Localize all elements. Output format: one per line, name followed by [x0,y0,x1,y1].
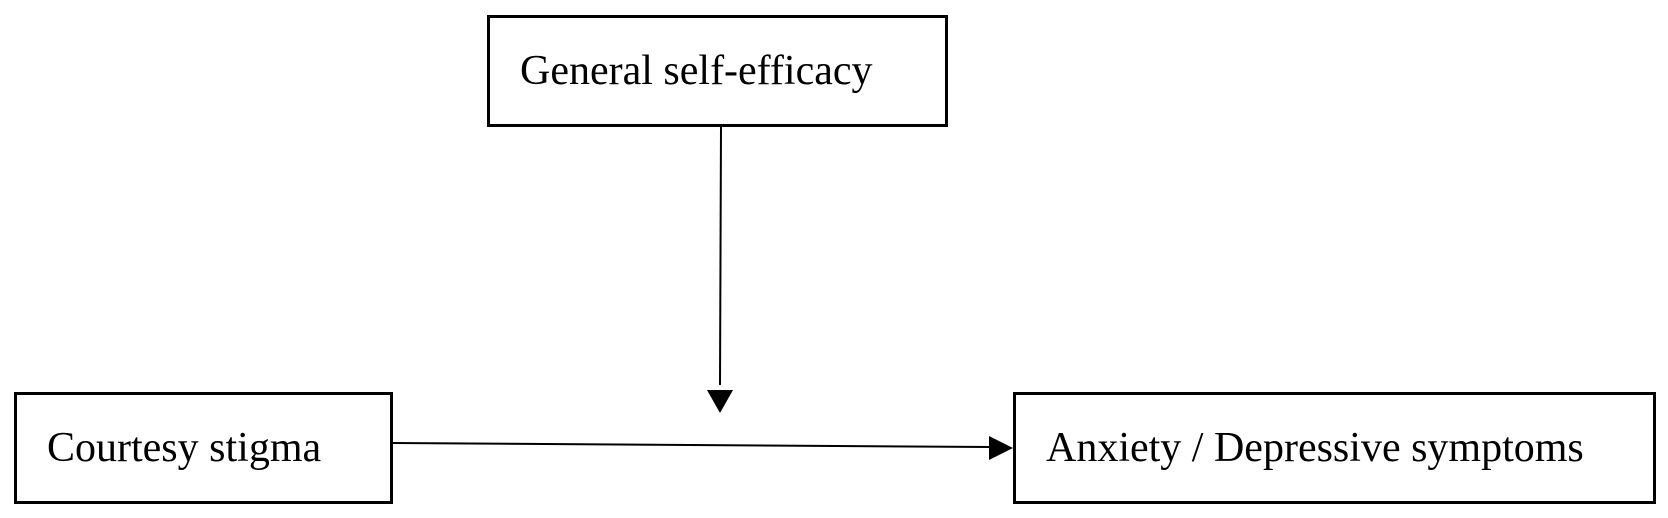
moderator-arrowhead [707,390,733,413]
moderator-node-box: General self-efficacy [487,15,948,127]
predictor-node-label: Courtesy stigma [47,425,322,471]
main-path-arrow-line [392,442,991,448]
predictor-node-box: Courtesy stigma [14,392,393,504]
moderator-node-label: General self-efficacy [520,48,873,94]
moderator-arrow-line [719,126,722,386]
main-path-arrowhead [989,436,1013,460]
outcome-node-box: Anxiety / Depressive symptoms [1013,392,1656,504]
outcome-node-label: Anxiety / Depressive symptoms [1046,425,1584,471]
